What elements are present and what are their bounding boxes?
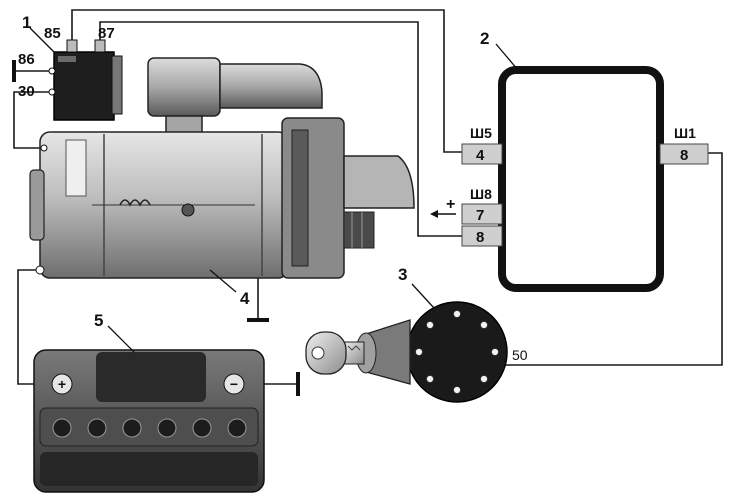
- battery-plus-terminal: [51, 373, 73, 395]
- relay-terminal-30: [48, 88, 56, 96]
- label-relay-number: 1: [22, 13, 31, 32]
- wire-30-to-starter: [13, 91, 50, 149]
- starter-coil: [119, 199, 151, 207]
- label-sh8-pin-8: 8: [476, 229, 484, 246]
- starter-body-bolt: [181, 203, 195, 217]
- starter-flange-rib: [291, 129, 309, 267]
- battery-cell-strip: [39, 407, 259, 447]
- label-control-unit-number: 2: [480, 29, 489, 48]
- relay-terminal-86: [48, 67, 56, 75]
- wire-87-to-sh8: [99, 21, 462, 237]
- label-battery-plus: +: [58, 376, 66, 392]
- leader-battery: [107, 325, 135, 353]
- battery: [33, 349, 265, 493]
- relay-side: [111, 55, 123, 115]
- starter-terminal-bottom: [35, 265, 45, 275]
- label-battery-minus: −: [230, 376, 238, 392]
- label-terminal-30: 30: [18, 83, 35, 100]
- relay-label-plate: [58, 56, 76, 62]
- key-head-icon: [305, 331, 347, 375]
- label-terminal-86: 86: [18, 51, 35, 68]
- wire-sh1-to-switch: [502, 152, 723, 366]
- key-hole: [311, 346, 325, 360]
- starter-solenoid-arm: [219, 63, 323, 109]
- battery-cell-caps: [52, 418, 247, 438]
- label-arrow-plus: +: [446, 196, 455, 213]
- label-sh5-pin: 4: [476, 147, 485, 164]
- relay-terminal-85: [66, 39, 78, 53]
- leader-relay: [29, 27, 57, 55]
- label-starter-number: 4: [240, 289, 250, 308]
- label-terminal-50: 50: [512, 347, 528, 363]
- label-terminal-87: 87: [98, 25, 115, 42]
- arrow-head-icon: [430, 210, 438, 218]
- leader-starter: [209, 269, 237, 293]
- battery-lower-band: [40, 452, 258, 486]
- starter-end-cap: [29, 169, 45, 241]
- control-unit-frame: [498, 66, 664, 292]
- relay-terminal-87: [94, 39, 106, 53]
- label-sh8-pin-7: 7: [476, 207, 484, 224]
- battery-minus-terminal: [223, 373, 245, 395]
- ground-symbols: [12, 60, 300, 396]
- control-unit: [430, 66, 709, 292]
- key-teeth: [347, 345, 361, 351]
- starter-terminal-top: [40, 144, 48, 152]
- starter-pinion: [343, 211, 375, 249]
- starter-brush-window: [65, 139, 87, 197]
- label-terminal-85: 85: [44, 25, 61, 42]
- ignition-switch: [305, 301, 508, 403]
- connector-sh1-pin-8: [659, 143, 709, 165]
- connector-sh8-pin-7: [461, 203, 503, 225]
- leader-control-unit: [495, 43, 519, 71]
- starter-motor: [29, 57, 415, 279]
- labels: 1 85 87 86 30 2 Ш5 4 Ш8 7 8 + Ш1 8 3 50 …: [18, 13, 696, 392]
- relay: [48, 39, 123, 121]
- ignition-switch-contacts: [415, 310, 499, 394]
- label-battery-number: 5: [94, 311, 103, 330]
- leader-ignition-switch: [411, 283, 435, 309]
- battery-top-panel: [96, 352, 206, 402]
- label-ignition-switch-number: 3: [398, 265, 407, 284]
- starter-drive-nose: [343, 155, 415, 209]
- starter-solenoid: [147, 57, 221, 117]
- label-connector-sh5: Ш5: [470, 125, 492, 141]
- relay-body: [53, 51, 115, 121]
- connector-sh5-pin-4: [461, 143, 503, 165]
- connector-sh8-pin-8: [461, 225, 503, 247]
- wire-85-to-sh5: [71, 9, 462, 153]
- label-connector-sh8: Ш8: [470, 186, 492, 202]
- label-sh1-pin: 8: [680, 147, 688, 164]
- label-connector-sh1: Ш1: [674, 125, 696, 141]
- leader-lines: [29, 27, 519, 353]
- starter-drive-flange: [281, 117, 345, 279]
